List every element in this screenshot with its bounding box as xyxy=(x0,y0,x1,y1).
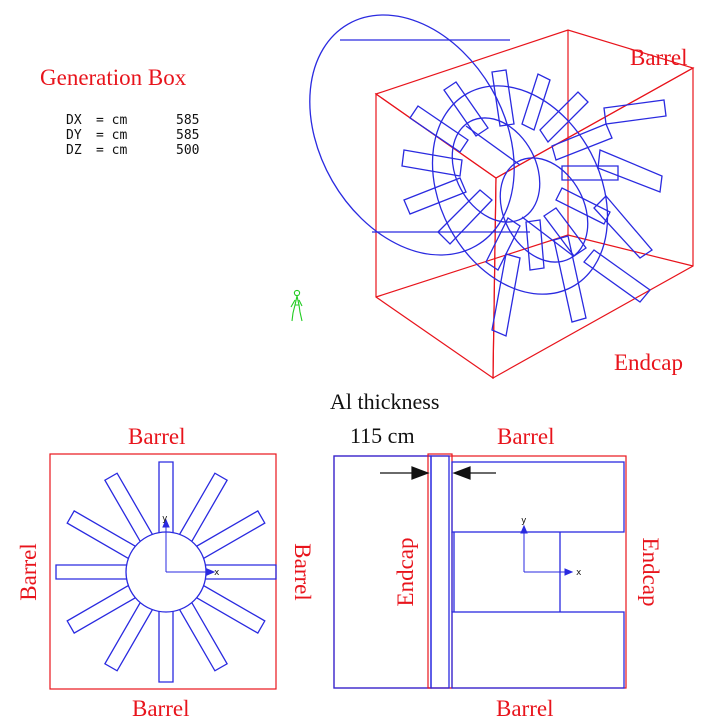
front-left-barrel-label: Barrel xyxy=(16,543,41,600)
side-axis-y-label: y xyxy=(521,516,527,526)
iso-endcap-label: Endcap xyxy=(614,350,683,375)
side-al-layer xyxy=(430,455,450,689)
side-axis-x-label: x xyxy=(576,568,582,578)
front-radial-slab xyxy=(158,607,174,683)
dy-name: DY xyxy=(66,128,82,143)
side-lower-slab xyxy=(451,611,625,689)
dz-value: 500 xyxy=(176,143,199,158)
iso-barrel-outline xyxy=(431,85,609,295)
front-section-view: y x Barrel Barrel Barrel Barrel xyxy=(16,424,315,719)
front-top-barrel-label: Barrel xyxy=(128,424,185,449)
iso-endcap-disc xyxy=(309,14,515,256)
front-axis-x-label: x xyxy=(214,568,220,578)
dz-name: DZ xyxy=(66,143,82,158)
front-radial-slab xyxy=(177,598,228,672)
front-radial-slab xyxy=(192,583,266,634)
front-axes xyxy=(162,518,216,576)
side-top-barrel-label: Barrel xyxy=(497,424,554,449)
dx-value: 585 xyxy=(176,113,199,128)
isometric-detector-view: Barrel Endcap xyxy=(309,14,695,380)
side-right-endcap-label: Endcap xyxy=(638,538,663,607)
side-section-view: y x Barrel Barrel Endcap Endcap xyxy=(333,424,663,719)
iso-radial-slabs xyxy=(401,69,667,337)
generation-box-title: Generation Box xyxy=(40,65,187,90)
dx-name: DX xyxy=(66,113,82,128)
human-figure-icon xyxy=(290,289,303,322)
iso-generation-box xyxy=(374,29,695,380)
dy-value: 585 xyxy=(176,128,199,143)
front-radial-slab xyxy=(66,510,140,561)
side-bottom-barrel-label: Barrel xyxy=(496,696,553,719)
front-right-barrel-label: Barrel xyxy=(290,543,315,600)
iso-barrel-label: Barrel xyxy=(630,45,687,70)
front-bottom-barrel-label: Barrel xyxy=(132,696,189,719)
side-left-endcap-label: Endcap xyxy=(393,538,418,607)
side-axes xyxy=(520,524,574,576)
dz-eq: = cm xyxy=(96,143,127,158)
dx-eq: = cm xyxy=(96,113,127,128)
dy-eq: = cm xyxy=(96,128,127,143)
generation-box-table: DX = cm 585 DY = cm 585 DZ = cm 500 xyxy=(66,113,199,158)
al-thickness-arrows xyxy=(380,466,496,480)
front-radial-slab xyxy=(104,598,155,672)
front-radial-slab xyxy=(55,564,131,580)
side-generation-box xyxy=(333,455,627,689)
iso-cyl-line-1 xyxy=(465,125,521,166)
front-radial-slab xyxy=(104,472,155,546)
al-thickness-label: Al thickness xyxy=(330,389,439,414)
iso-cyl-line-2 xyxy=(521,216,573,256)
front-radial-slab xyxy=(66,583,140,634)
front-radial-slab xyxy=(177,472,228,546)
iso-inner-cylinder-front xyxy=(451,117,541,223)
al-thickness-value: 115 cm xyxy=(350,423,415,448)
side-upper-slab xyxy=(451,461,625,533)
front-radial-slab xyxy=(192,510,266,561)
iso-inner-cylinder-back xyxy=(499,157,589,263)
front-axis-y-label: y xyxy=(162,514,168,524)
